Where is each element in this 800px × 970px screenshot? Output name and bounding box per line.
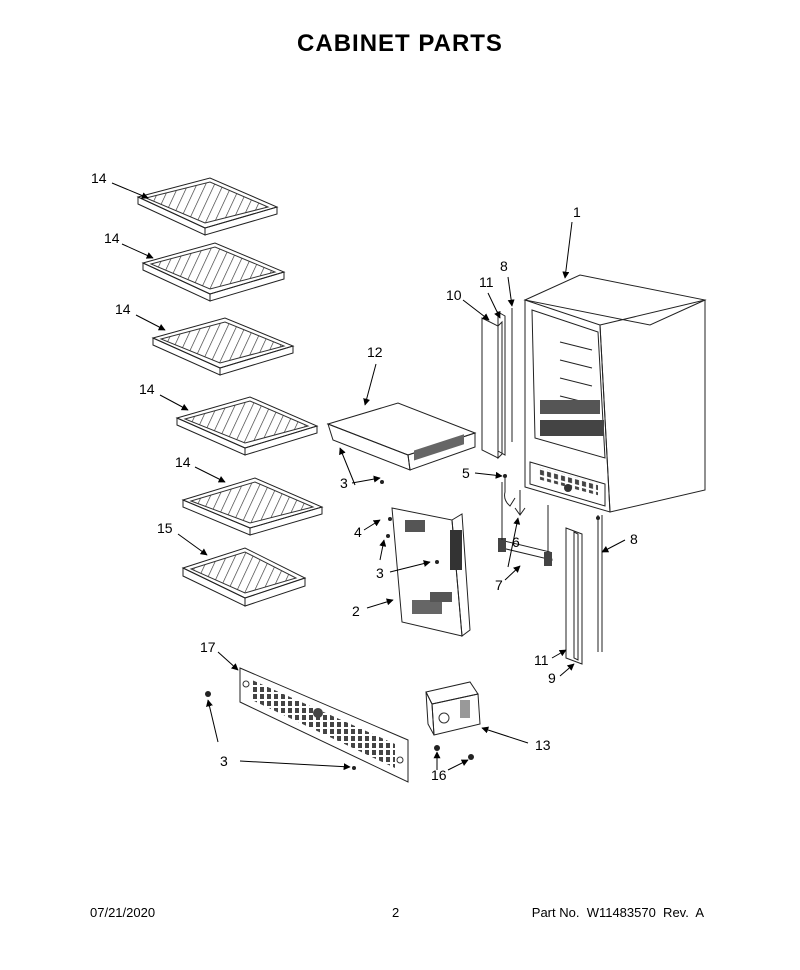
footer-date: 07/21/2020 [90, 905, 156, 920]
wire-shelf-1 [136, 177, 279, 236]
callout-14: 14 [115, 301, 131, 317]
wire-shelf-3 [151, 317, 295, 376]
page-title: CABINET PARTS [297, 30, 503, 57]
callout-8: 8 [500, 258, 508, 274]
top-cover-12 [326, 402, 477, 471]
gasket-11-top [497, 311, 506, 456]
rod-8-bottom [597, 515, 603, 652]
callout-3: 3 [376, 565, 384, 581]
callout-14: 14 [91, 170, 107, 186]
callout-13: 13 [535, 737, 551, 753]
leader-arrows [111, 182, 626, 771]
cabinet-assembly [523, 274, 707, 513]
kickplate-17 [239, 667, 409, 783]
cable-6 [514, 490, 526, 516]
footer-part-number: Part No. W11483570 Rev. A [531, 905, 704, 920]
callout-17: 17 [200, 639, 216, 655]
callout-4: 4 [354, 524, 362, 540]
callout-1: 1 [573, 204, 581, 220]
callout-3: 3 [340, 475, 348, 491]
callout-9: 9 [548, 670, 556, 686]
screw-icons [205, 480, 600, 770]
callout-14: 14 [139, 381, 155, 397]
callout-6: 6 [512, 534, 520, 550]
callout-5: 5 [462, 465, 470, 481]
callout-8: 8 [630, 531, 638, 547]
callout-2: 2 [352, 603, 360, 619]
control-panel-2 [391, 507, 471, 637]
footer-page-number: 2 [392, 905, 400, 920]
door-trim-10 [481, 317, 503, 460]
callout-12: 12 [367, 344, 383, 360]
callout-14: 14 [175, 454, 191, 470]
callout-11: 11 [479, 274, 494, 290]
hinge-7 [498, 482, 553, 566]
wire-shelf-4 [175, 396, 319, 456]
callout-10: 10 [446, 287, 462, 303]
callout-3: 3 [220, 753, 228, 769]
callout-11: 11 [534, 652, 549, 668]
cable-5 [503, 474, 516, 507]
callout-14: 14 [104, 230, 120, 246]
reservoir-13 [425, 681, 481, 736]
door-trim-9 [565, 527, 583, 665]
callout-7: 7 [495, 577, 503, 593]
callout-15: 15 [157, 520, 173, 536]
wire-shelf-5 [181, 477, 324, 536]
callout-16: 16 [431, 767, 447, 783]
bottom-shelf-15 [181, 547, 307, 607]
wire-shelf-2 [141, 242, 286, 302]
